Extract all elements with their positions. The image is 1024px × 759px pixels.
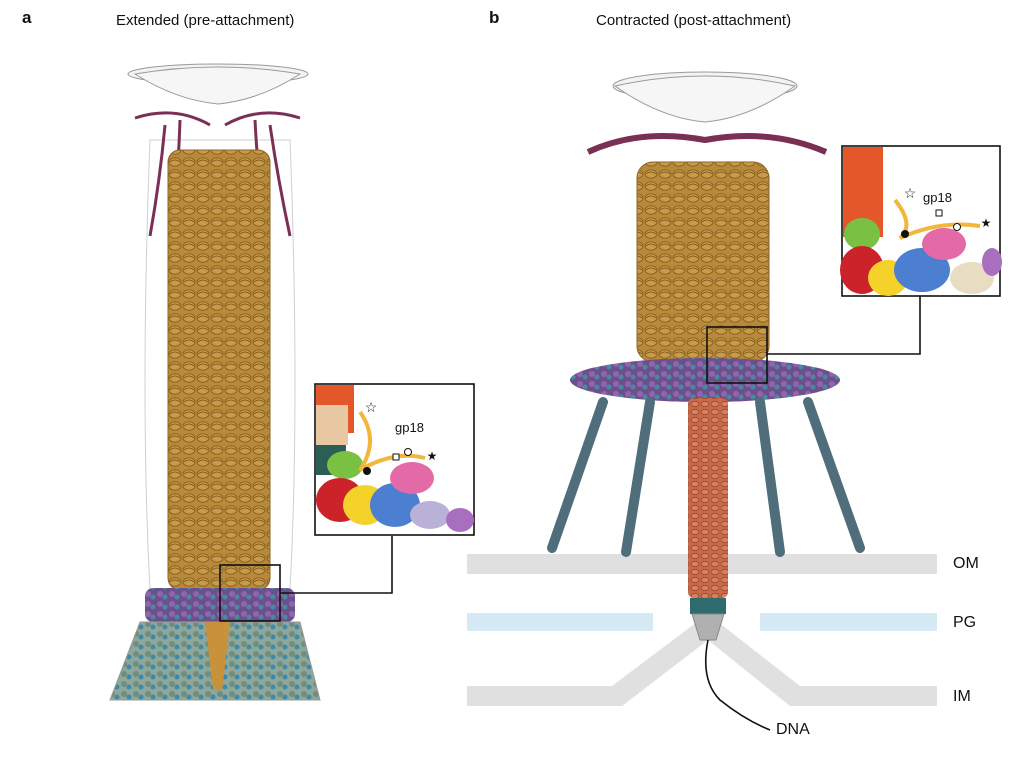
svg-text:☆: ☆ [365, 399, 378, 415]
panel-b-inset-label: gp18 [923, 190, 952, 205]
pg-label: PG [953, 614, 977, 631]
dna-label: DNA [776, 721, 810, 738]
om-label: OM [953, 555, 979, 572]
panel-b-letter: b [489, 8, 500, 27]
panel-a-letter: a [22, 8, 32, 27]
panel-a-title: Extended (pre-attachment) [116, 12, 295, 29]
peptidoglycan-left [467, 613, 653, 631]
panel-a-inset: ☆ ★ [314, 383, 475, 536]
panel-b-sheath [636, 161, 770, 363]
svg-text:☆: ☆ [904, 185, 917, 201]
panel-a-phage [109, 63, 393, 701]
panel-b-legs [547, 397, 865, 557]
svg-text:★: ★ [427, 449, 438, 463]
panel-b-inset: ☆ ★ [840, 145, 1002, 297]
panel-a-sheath [167, 149, 271, 591]
peptidoglycan-right [760, 613, 937, 631]
panel-b-title: Contracted (post-attachment) [596, 12, 792, 29]
panel-b-zoom-box [706, 326, 768, 384]
panel-a-inset-label: gp18 [395, 420, 424, 435]
panel-b-baseplate [570, 358, 840, 402]
panel-b-connector [767, 296, 921, 355]
panel-b-tail-tube [688, 398, 728, 598]
panel-a-connector [280, 536, 393, 594]
svg-text:★: ★ [981, 216, 992, 230]
panel-b-fibers [586, 133, 828, 155]
dna-strand [704, 639, 771, 731]
panel-b-phage [547, 71, 921, 731]
im-label: IM [953, 688, 971, 705]
